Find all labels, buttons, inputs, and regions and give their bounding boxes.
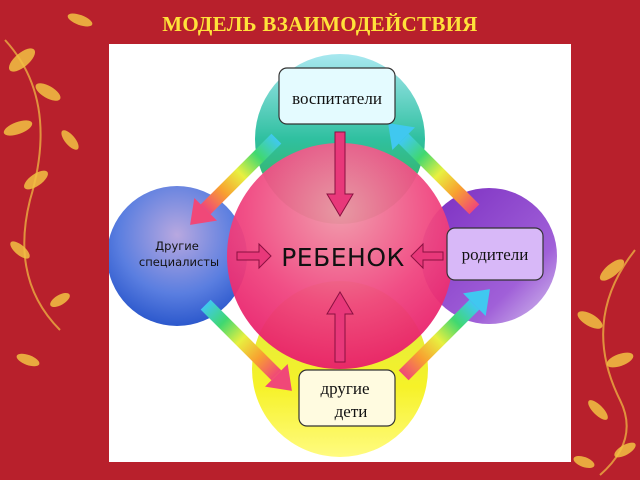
circle-center [227, 143, 453, 369]
connector-bottom-left [200, 299, 292, 391]
arrow-down-from-top [326, 131, 354, 217]
label-bottom-line2: дети [335, 402, 368, 421]
label-box-right [446, 227, 544, 281]
label-bottom-line1: другие [320, 379, 369, 398]
arrow-right-from-left [236, 242, 272, 270]
connector-top-right [388, 123, 480, 215]
label-center: РЕБЕНОК [281, 243, 405, 272]
label-left-line1: Другие [155, 239, 199, 253]
label-right: родители [462, 245, 529, 264]
label-box-bottom [298, 369, 396, 427]
page-title: МОДЕЛЬ ВЗАИМОДЕЙСТВИЯ [162, 12, 478, 36]
label-box-top [278, 67, 396, 125]
arrow-up-from-bottom [326, 291, 354, 363]
connector-bottom-right [398, 289, 490, 381]
interaction-diagram: воспитатели родители другие дети Другие … [109, 54, 557, 457]
arrow-left-from-right [410, 242, 444, 270]
diagram-panel: воспитатели родители другие дети Другие … [109, 44, 571, 462]
connector-top-left [190, 133, 282, 225]
label-top: воспитатели [292, 89, 382, 108]
label-left-line2: специалисты [139, 255, 219, 269]
